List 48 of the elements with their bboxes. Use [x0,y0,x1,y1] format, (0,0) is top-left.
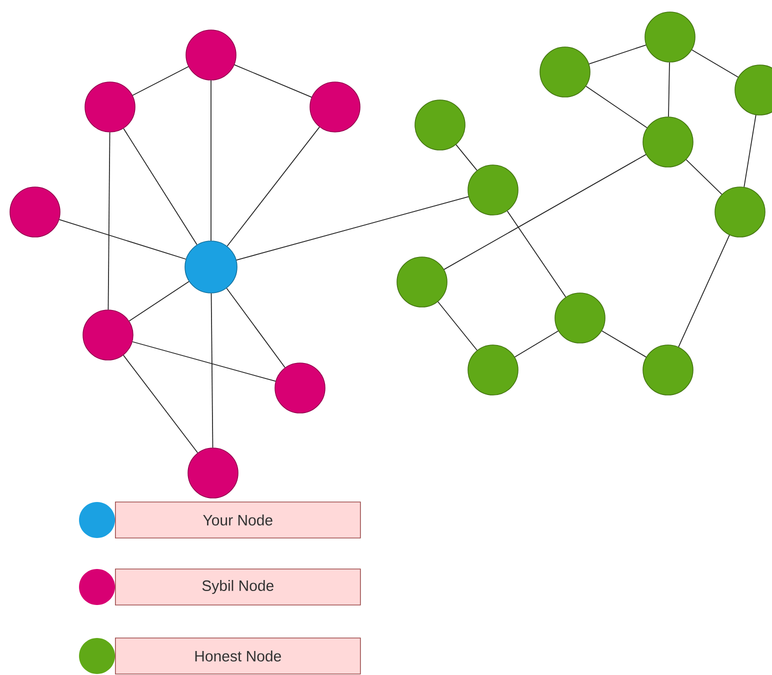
legend-box: Sybil Node [115,568,361,606]
connection-line [444,154,646,270]
network-node [468,344,518,396]
network-node [642,116,694,168]
connection-line [456,144,478,171]
network-node [82,310,134,360]
connection-line [514,330,559,358]
connection-line [210,80,212,242]
network-node [10,186,60,238]
network-node [184,240,238,294]
connection-line [234,64,312,98]
connection-line [744,114,756,188]
connection-line [132,66,189,96]
connection-line [601,330,647,358]
connection-line [123,128,198,246]
connection-line [678,234,730,348]
legend-box: Honest Node [115,638,361,674]
connection-line [438,301,478,351]
connection-line [128,281,190,322]
network-node [396,256,448,308]
connection-line [226,288,286,368]
connection-line [210,292,214,448]
connection-line [226,126,320,247]
connection-line [506,210,566,298]
network-node [734,64,772,116]
connection-line [691,49,739,78]
network-node [310,82,360,132]
connection-line [588,44,646,64]
connection-line [58,219,186,260]
connection-line [686,159,722,195]
legend-box: Your Node [115,502,361,538]
connection-line [586,86,648,128]
connection-line [122,354,198,454]
network-node [186,30,236,80]
connection-line [132,341,276,382]
network-node [84,82,136,132]
network-node [274,362,326,414]
network-node [554,292,606,344]
network-node [540,46,590,98]
connection-line [668,62,670,118]
network-node [642,344,694,396]
network-node [644,12,696,62]
network-node [468,164,518,216]
network-node [188,448,238,498]
connection-line [236,196,469,260]
network-node [414,100,466,150]
connection-line [108,132,110,310]
network-node [714,186,766,238]
